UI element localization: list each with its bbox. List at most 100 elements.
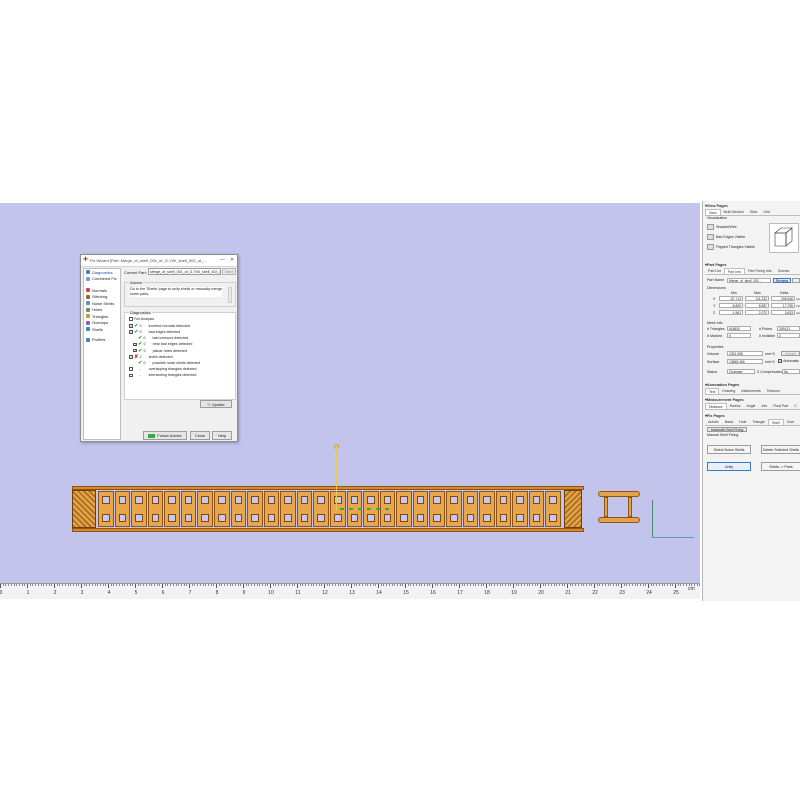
full-analysis-row[interactable]: Full Analysis: [129, 316, 154, 322]
shells-to-parts-button[interactable]: Shells -> Parts: [761, 462, 800, 471]
combined-fix-icon: [86, 276, 90, 281]
diagnostic-checkbox[interactable]: ✓: [129, 330, 133, 335]
nav-item-stitching[interactable]: Stitching: [84, 294, 120, 301]
tab-part-info[interactable]: Part Info: [723, 268, 746, 274]
select-noise-shells-button[interactable]: Select Noise Shells: [707, 445, 751, 454]
measurement-pages-header[interactable]: Measurement Pages: [705, 397, 744, 402]
next-part-button[interactable]: Next: [222, 268, 236, 275]
nav-item-noise-shells[interactable]: Noise Shells: [84, 300, 120, 307]
bracelet-model[interactable]: [72, 486, 584, 532]
tab-distance[interactable]: Distance: [705, 403, 727, 409]
shaded-wire-toggle[interactable]: Shaded/Wire: [707, 224, 737, 230]
ruler-minor-tick: [280, 584, 282, 586]
automatic-checkbox[interactable]: ✓Automatic: [778, 359, 800, 364]
part-name-field[interactable]: Merge_of_shell_001...: [727, 278, 771, 283]
ruler-minor-tick: [680, 584, 682, 586]
current-part-dropdown[interactable]: Merge_of_shell_001_of_G-Y00_shell_002_o …: [148, 268, 221, 275]
diagnostic-row[interactable]: -overlapping triangles detected: [129, 366, 197, 372]
update-button[interactable]: ⟳ Update: [200, 400, 232, 408]
part-pages-header[interactable]: Part Pages: [705, 262, 727, 267]
tab-slice[interactable]: Slice: [749, 209, 758, 214]
ruler-minor-tick: [202, 584, 204, 586]
help-button[interactable]: Help: [212, 431, 232, 440]
diagnostics-title: Diagnostics: [129, 310, 152, 315]
ruler-major-tick: [54, 584, 55, 588]
properties-update-button[interactable]: Update: [781, 351, 800, 356]
separate-shell-clasp[interactable]: [598, 489, 640, 527]
tab-overlaps[interactable]: Over: [786, 419, 795, 424]
rename-extra-button[interactable]: [792, 278, 800, 283]
nav-item-shells[interactable]: Shells: [84, 326, 120, 333]
tab-view[interactable]: View: [705, 209, 721, 215]
tab-text[interactable]: Text: [705, 388, 720, 394]
flipped-triangles-toggle[interactable]: Flipped Triangles Visible: [707, 244, 755, 250]
nav-item-holes[interactable]: Holes: [84, 307, 120, 314]
tab-attachments[interactable]: Attachments: [741, 388, 761, 393]
bad-edges-toggle[interactable]: Bad Edges Visible: [707, 234, 745, 240]
ruler-minor-tick: [545, 584, 547, 586]
ruler-minor-tick: [537, 584, 539, 586]
nav-item-combined-fix[interactable]: Combined Fix: [84, 276, 120, 283]
diagnostic-checkbox[interactable]: [129, 367, 133, 371]
ruler-minor-tick: [288, 584, 290, 586]
tab-drawing[interactable]: Drawing: [722, 388, 736, 393]
tab-angle[interactable]: Angle: [746, 403, 756, 408]
clasp-left-post: [604, 497, 608, 517]
diagnostic-checkbox[interactable]: ✓: [129, 354, 133, 359]
tab-info[interactable]: Info: [761, 403, 768, 408]
unify-button[interactable]: Unify: [707, 462, 751, 471]
diagnostic-checkbox[interactable]: ✓: [129, 323, 133, 328]
diagnostic-row[interactable]: -intersecting triangles detected: [129, 373, 196, 379]
tab-textures[interactable]: Textures: [766, 388, 780, 393]
status-check-icon: ✔: [138, 347, 143, 354]
diagnostics-icon: [86, 270, 90, 275]
link-opening: [135, 496, 143, 504]
advice-scrollbar[interactable]: [228, 287, 232, 303]
tab-multi-section[interactable]: Multi-Section: [723, 209, 744, 214]
tab-scenes[interactable]: Scenes: [777, 268, 790, 273]
nav-item-diagnostics[interactable]: Diagnostics: [84, 269, 120, 276]
diagnostic-checkbox[interactable]: [129, 373, 133, 378]
ruler-minor-tick: [548, 584, 550, 586]
fix-pages-header[interactable]: Fix Pages: [705, 413, 725, 418]
diagnostic-checkbox[interactable]: ✓: [133, 342, 137, 347]
tab-autofix[interactable]: Autofix: [708, 419, 719, 424]
follow-advice-button[interactable]: Follow Advice: [143, 431, 187, 440]
close-icon[interactable]: ✕: [230, 257, 235, 263]
view-pages-header[interactable]: View Pages: [705, 203, 728, 208]
dialog-titlebar[interactable]: ✚ Fix Wizard [Part: Merge_of_shell_001_o…: [81, 255, 237, 267]
close-button[interactable]: Close: [190, 431, 210, 440]
tab-shell[interactable]: Shell: [767, 419, 784, 425]
tab-radius[interactable]: Radius: [729, 403, 741, 408]
tab-hole[interactable]: Hole: [739, 419, 747, 424]
tab-basic[interactable]: Basic: [724, 419, 734, 424]
nav-item-normals[interactable]: Normals: [84, 287, 120, 294]
nav-item-profiles[interactable]: Profiles: [84, 337, 120, 344]
automatic-shell-fixing-button[interactable]: Automatic Shell Fixing: [707, 427, 747, 432]
tab-part-fixing-info[interactable]: Part Fixing Info: [748, 268, 772, 273]
annotation-pages-header[interactable]: Annotation Pages: [705, 382, 739, 387]
tab-more[interactable]: C: [794, 403, 797, 408]
nav-item-overlaps[interactable]: Overlaps: [84, 320, 120, 327]
delete-selected-shells-button[interactable]: Delete Selected Shells: [761, 445, 800, 454]
tab-grid[interactable]: Grid: [763, 209, 770, 214]
tab-part-list[interactable]: Part List: [708, 268, 721, 273]
diagnostic-checkbox[interactable]: ✓: [133, 348, 137, 353]
full-analysis-checkbox[interactable]: [129, 316, 133, 321]
ruler-minor-tick: [561, 584, 563, 586]
view-cube[interactable]: [769, 223, 799, 253]
rename-button[interactable]: Rename: [773, 278, 791, 283]
tab-final-part[interactable]: Final Part: [773, 403, 789, 408]
tab-triangle[interactable]: Triangle: [752, 419, 765, 424]
minimize-button[interactable]: —: [220, 257, 225, 263]
nav-item-triangles[interactable]: Triangles: [84, 313, 120, 320]
ruler-minor-tick: [32, 584, 34, 586]
